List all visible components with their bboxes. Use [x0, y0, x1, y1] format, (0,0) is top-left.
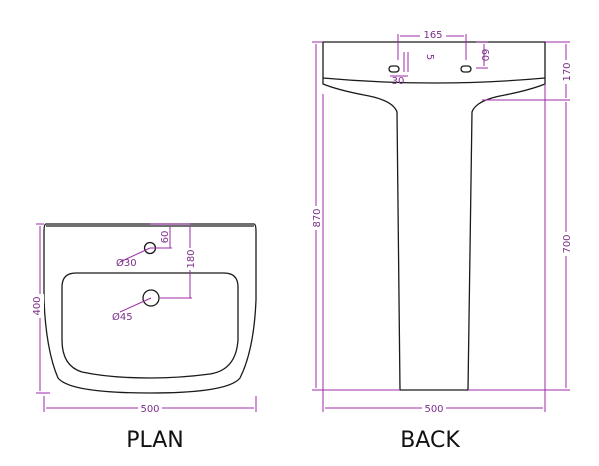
plan-bowl — [61, 272, 239, 379]
back-view: 165 60 5 30 870 170 700 500 BACK — [308, 28, 574, 453]
plan-basin-outline — [43, 223, 257, 394]
plan-waste-hole-label: Ø45 — [112, 311, 133, 323]
plan-depth-label: 400 — [32, 296, 43, 315]
back-fixing-hole-left — [388, 65, 400, 73]
back-pedestal-label: 700 — [562, 234, 573, 253]
plan-title: PLAN — [126, 428, 184, 453]
back-fixing-height-label: 60 — [479, 49, 490, 62]
plan-view: 500 400 Ø30 60 180 Ø45 PLAN — [30, 223, 257, 453]
back-rim-line — [322, 77, 546, 84]
back-title: BACK — [400, 428, 460, 453]
plan-width-label: 500 — [140, 404, 159, 415]
plan-waste-hole — [142, 289, 160, 307]
back-fixing-spacing-label: 165 — [423, 30, 442, 41]
plan-tap-offset-line — [150, 223, 190, 249]
back-fixing-a-label: 5 — [424, 54, 435, 60]
back-pedestal-dimension-line — [468, 102, 570, 391]
back-height-dimension-line — [312, 41, 400, 391]
plan-tap-hole-label: Ø30 — [116, 257, 137, 269]
back-width-label: 500 — [424, 404, 443, 415]
back-fixing-hole-right — [460, 65, 472, 73]
plan-tap-offset-label: 60 — [160, 231, 171, 244]
back-fixing-b-label: 30 — [392, 76, 405, 87]
plan-waste-offset-label: 180 — [186, 249, 197, 268]
back-width-dimension-line — [322, 84, 546, 412]
back-top-label: 170 — [562, 62, 573, 81]
plan-waste-leader — [119, 297, 152, 313]
plan-tap-leader — [119, 247, 151, 263]
back-basin-outline — [322, 41, 546, 391]
back-height-label: 870 — [312, 208, 323, 227]
back-fixing-detail-lines — [390, 52, 409, 77]
back-fixing-height-line — [476, 41, 488, 69]
back-top-dimension-line — [482, 41, 570, 101]
